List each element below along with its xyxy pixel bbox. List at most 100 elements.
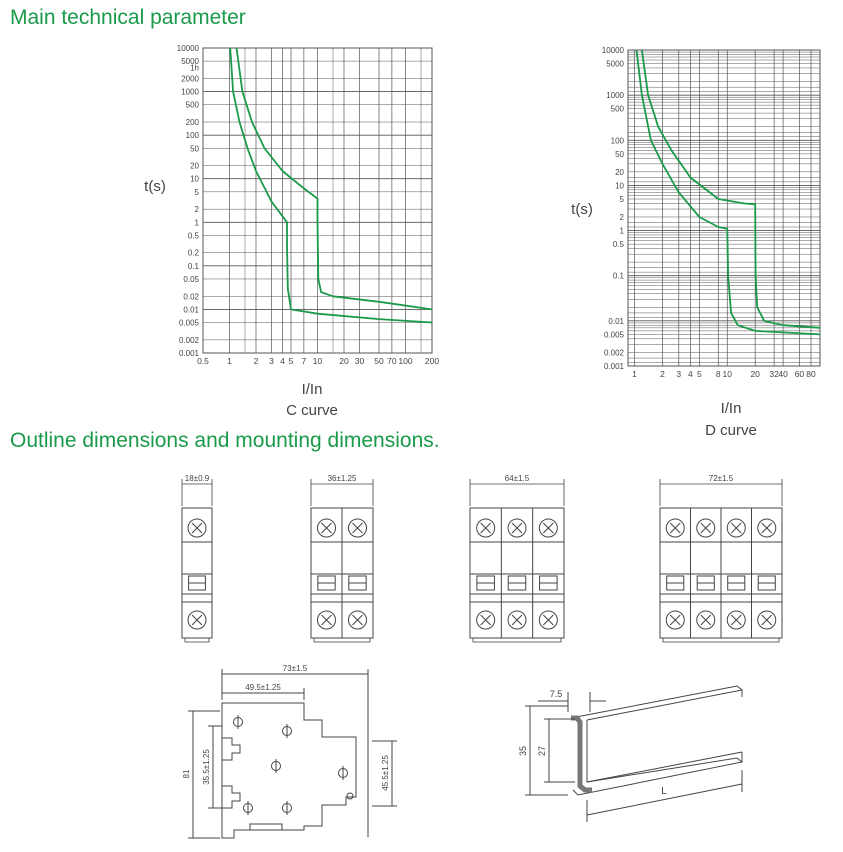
d-curve-grid	[627, 49, 821, 367]
x-tick-label: 8	[716, 369, 721, 379]
screw-icon	[665, 518, 685, 538]
screw-icon	[507, 518, 527, 538]
x-tick-label: 4	[280, 356, 285, 366]
screw-icon	[507, 610, 527, 630]
screw-icon	[757, 518, 777, 538]
side-dim-inner-width: 49.5±1.25	[245, 683, 281, 692]
screw-icon	[317, 518, 336, 538]
d-curve-caption: D curve	[705, 422, 757, 439]
trip-curve-series-2	[235, 47, 433, 311]
y-tick-label: 20	[615, 168, 624, 177]
y-tick-label: 0.5	[613, 240, 625, 249]
rail-back-wall	[586, 720, 743, 783]
breaker-1-pole: 18±0.9	[181, 474, 213, 643]
screw-icon	[757, 610, 777, 630]
x-tick-label: 10	[313, 356, 323, 366]
screw-icon	[187, 518, 207, 538]
screw-icon	[348, 518, 367, 538]
breaker-width-dimension: 36±1.25	[328, 474, 357, 483]
side-view-clip-bottom	[222, 785, 241, 809]
side-view-hole	[346, 792, 354, 800]
y-tick-label: 0.01	[183, 305, 199, 314]
rail-dim-inner-height: 27	[537, 746, 547, 756]
y-tick-label: 0.002	[179, 336, 200, 345]
trip-curve-series-2	[641, 49, 821, 329]
screw-icon	[538, 518, 558, 538]
rail-dim-top: 7.5	[550, 689, 563, 699]
screw-icon	[317, 610, 336, 630]
y-tick-label: 20	[190, 162, 199, 171]
c-curve-series	[229, 47, 433, 324]
x-tick-label: 20	[339, 356, 349, 366]
y-tick-label: 0.1	[188, 262, 200, 271]
side-dim-right-height: 45.5±1.25	[381, 755, 390, 791]
d-curve-xlabel: I/In	[721, 400, 742, 417]
x-tick-label: 200	[425, 356, 439, 366]
y-tick-label: 500	[186, 101, 200, 110]
screw-icon	[726, 518, 746, 538]
y-tick-label: 100	[186, 131, 200, 140]
side-dim-left-height: 35.5±1.25	[202, 749, 211, 785]
x-tick-label: 20	[750, 369, 760, 379]
y-tick-label: 0.05	[183, 275, 199, 284]
breaker-3-pole: 64±1.5	[469, 474, 565, 643]
y-tick-label: 0.005	[604, 330, 625, 339]
y-tick-label: 2000	[181, 74, 199, 83]
rail-profile	[571, 715, 592, 793]
c-curve-xlabel: I/In	[302, 381, 323, 398]
din-rail	[525, 685, 744, 822]
x-tick-label: 80	[806, 369, 816, 379]
x-tick-label: 5	[697, 369, 702, 379]
breaker-width-dimension: 72±1.5	[709, 474, 734, 483]
y-tick-label: 500	[611, 105, 625, 114]
screw-icon	[476, 610, 496, 630]
x-tick-label: 2	[660, 369, 665, 379]
y-tick-label: 0.02	[183, 292, 199, 301]
x-tick-label: 0.5	[197, 356, 209, 366]
screw-icon	[348, 610, 367, 630]
heading-technical-parameter: Main technical parameter	[10, 6, 246, 29]
y-tick-label: 200	[186, 118, 200, 127]
d-curve-ylabel: t(s)	[571, 201, 593, 218]
y-tick-label: 50	[615, 150, 624, 159]
x-tick-label: 3	[676, 369, 681, 379]
x-tick-label: 60	[795, 369, 805, 379]
side-dim-height: 81	[182, 769, 191, 778]
rail-top-flange	[570, 685, 744, 721]
breaker-width-dimension: 64±1.5	[505, 474, 530, 483]
y-tick-label: 5	[195, 188, 200, 197]
c-curve-ylabel: t(s)	[144, 178, 166, 195]
x-tick-label: 2	[254, 356, 259, 366]
y-tick-label: 5	[620, 195, 625, 204]
d-curve-y-ticks: 10000500010005001005020105210.50.10.010.…	[602, 46, 625, 371]
screw-icon	[476, 518, 496, 538]
y-tick-label: 2	[620, 213, 625, 222]
y-tick-label: 0.01	[608, 317, 624, 326]
heading-outline-dimensions: Outline dimensions and mounting dimensio…	[10, 429, 440, 452]
breaker-side-view	[188, 669, 397, 839]
x-tick-label: 7	[302, 356, 307, 366]
y-tick-label: 0.002	[604, 348, 625, 357]
y-tick-label: 0.001	[604, 362, 625, 371]
side-view-outline	[221, 702, 357, 839]
breaker-4-pole: 72±1.5	[659, 474, 783, 643]
x-tick-label: 50	[374, 356, 384, 366]
x-tick-label: 30	[355, 356, 365, 366]
x-tick-label: 40	[778, 369, 788, 379]
y-tick-label: 0.2	[188, 249, 200, 258]
x-tick-label: 3	[269, 356, 274, 366]
breaker-2-pole: 36±1.25	[310, 474, 374, 643]
screw-icon	[726, 610, 746, 630]
y-tick-label: 1000	[606, 91, 624, 100]
x-tick-label: 70	[387, 356, 397, 366]
y-tick-label: 2	[195, 205, 200, 214]
side-view-clip-top	[222, 737, 241, 761]
side-dim-total-width: 73±1.5	[283, 664, 308, 673]
x-tick-label: 5	[289, 356, 294, 366]
y-tick-label: 0.001	[179, 349, 200, 358]
x-tick-label: 4	[688, 369, 693, 379]
